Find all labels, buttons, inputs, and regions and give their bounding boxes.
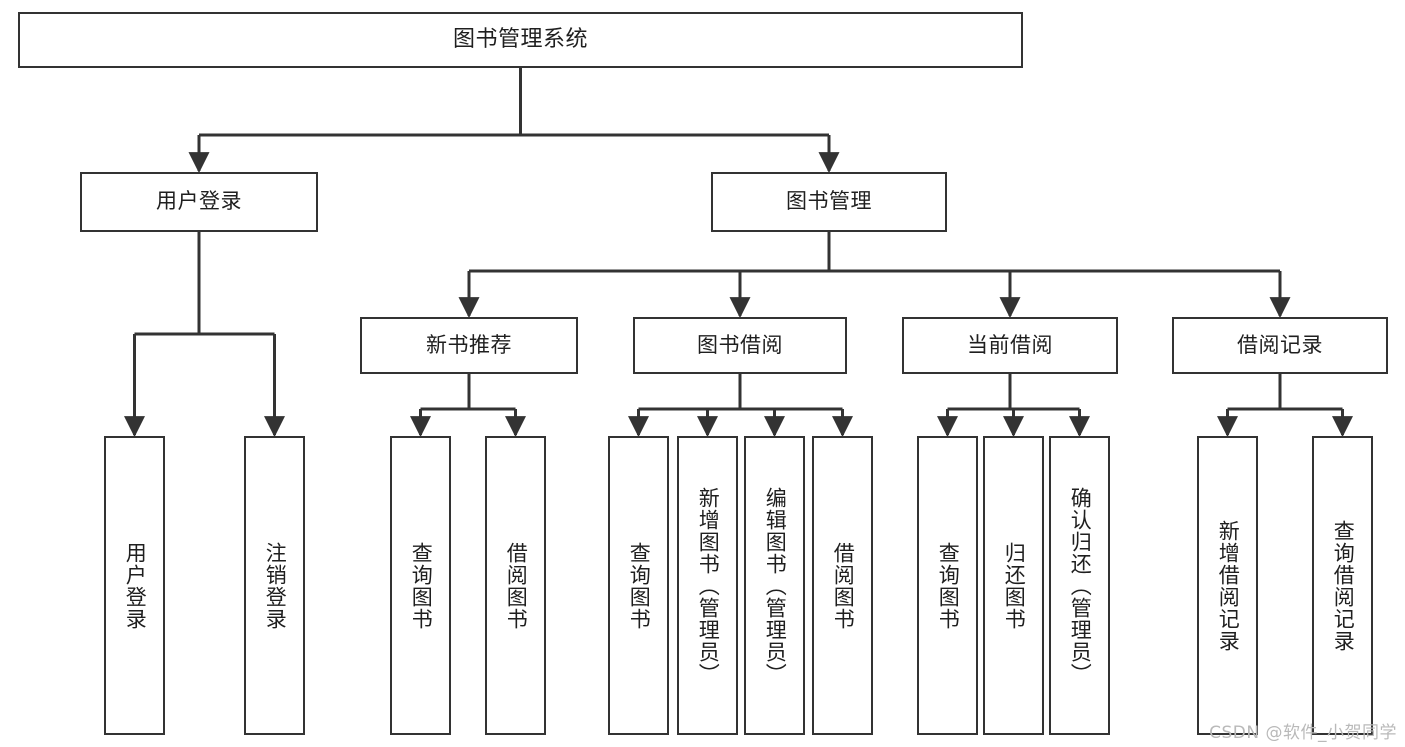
node-book-borrow[interactable]: 图书借阅 (633, 317, 847, 374)
node-label: 查询图书 (627, 541, 652, 630)
node-leaf-br-add[interactable]: 新增借阅记录 (1197, 436, 1258, 735)
node-label: 图书管理系统 (452, 26, 588, 52)
node-current-borrow[interactable]: 当前借阅 (902, 317, 1118, 374)
node-label: 图书管理 (786, 189, 872, 214)
node-leaf-cb-confirm[interactable]: 确认归还（管理员） (1049, 436, 1110, 735)
node-leaf-bb-add[interactable]: 新增图书（管理员） (677, 436, 738, 735)
node-leaf-rec-query[interactable]: 查询图书 (390, 436, 451, 735)
node-label: 当前借阅 (967, 332, 1053, 357)
node-leaf-bb-edit[interactable]: 编辑图书（管理员） (744, 436, 805, 735)
node-label: 图书借阅 (697, 332, 783, 357)
node-label: 查询图书 (936, 541, 961, 630)
node-root[interactable]: 图书管理系统 (18, 12, 1023, 68)
node-label: 借阅图书 (831, 541, 856, 630)
node-label: 查询借阅记录 (1331, 519, 1356, 652)
node-label: 确认归还（管理员） (1068, 486, 1093, 685)
node-leaf-br-query[interactable]: 查询借阅记录 (1312, 436, 1373, 735)
node-label: 查询图书 (409, 541, 434, 630)
node-leaf-bb-query[interactable]: 查询图书 (608, 436, 669, 735)
node-leaf-rec-borrow[interactable]: 借阅图书 (485, 436, 546, 735)
node-label: 编辑图书（管理员） (763, 486, 788, 685)
node-leaf-bb-borrow[interactable]: 借阅图书 (812, 436, 873, 735)
node-new-book-rec[interactable]: 新书推荐 (360, 317, 578, 374)
node-book-manage[interactable]: 图书管理 (711, 172, 947, 232)
node-label: 用户登录 (123, 541, 148, 630)
node-borrow-record[interactable]: 借阅记录 (1172, 317, 1388, 374)
node-leaf-cb-query[interactable]: 查询图书 (917, 436, 978, 735)
node-label: 归还图书 (1002, 541, 1027, 630)
node-label: 用户登录 (156, 189, 242, 214)
node-leaf-user-logout[interactable]: 注销登录 (244, 436, 305, 735)
node-leaf-user-login[interactable]: 用户登录 (104, 436, 165, 735)
node-label: 新增借阅记录 (1216, 519, 1241, 652)
node-leaf-cb-return[interactable]: 归还图书 (983, 436, 1044, 735)
node-label: 注销登录 (263, 541, 288, 630)
node-user-login[interactable]: 用户登录 (80, 172, 318, 232)
node-label: 新增图书（管理员） (696, 486, 721, 685)
node-label: 新书推荐 (426, 332, 512, 357)
node-label: 借阅记录 (1237, 332, 1323, 357)
node-label: 借阅图书 (504, 541, 529, 630)
